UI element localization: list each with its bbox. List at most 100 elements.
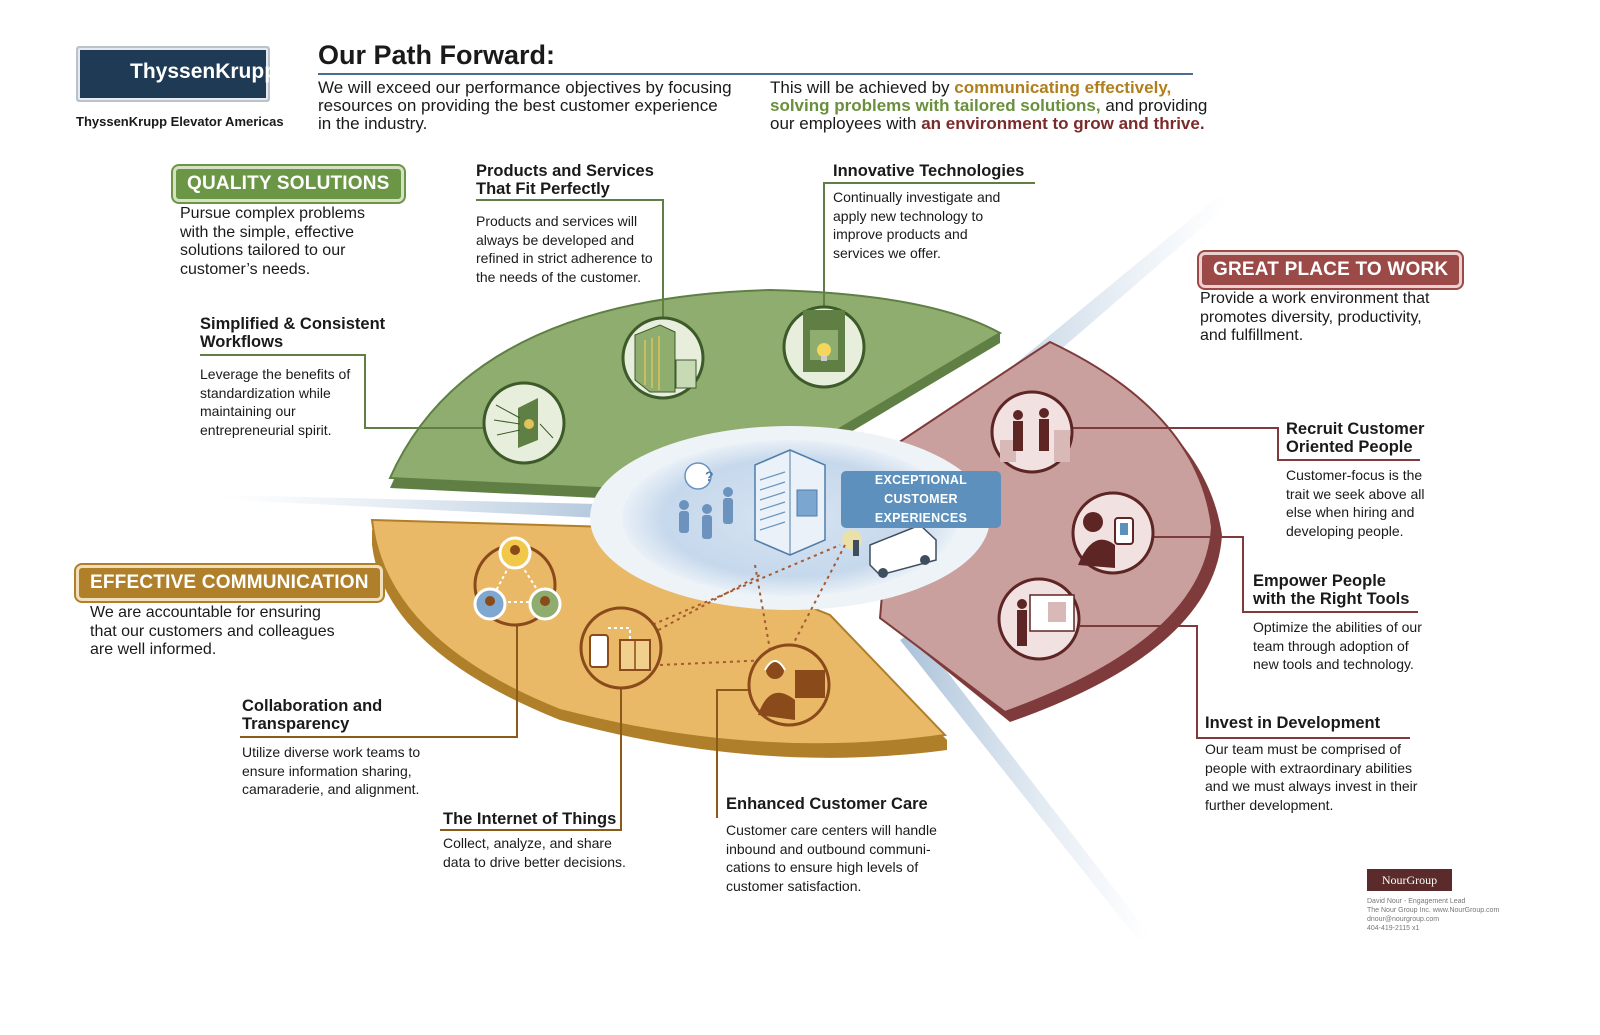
- item-title: Transparency: [242, 715, 350, 733]
- handshake-icon: [990, 390, 1074, 474]
- great-place-badge: GREAT PLACE TO WORK: [1199, 252, 1463, 288]
- item-body-line: standardization while: [200, 384, 331, 401]
- intro-text: This will be achieved by: [770, 78, 955, 97]
- center-label: EXCEPTIONAL CUSTOMER EXPERIENCES: [841, 471, 1001, 528]
- item-body-line: Continually investigate and: [833, 189, 1001, 205]
- item-body-line: apply new technology to: [833, 207, 984, 224]
- intro-highlight-solving: solving problems with tailored solutions…: [770, 96, 1101, 115]
- contact-line: dnour@nourgroup.com: [1367, 916, 1440, 923]
- desc-line: and fulfillment.: [1200, 327, 1304, 344]
- intro-text: and providing: [1100, 96, 1208, 115]
- intro-text: our employees with: [770, 114, 922, 133]
- item-body-line: the needs of the customer.: [476, 268, 641, 285]
- item-body-line: further development.: [1205, 796, 1334, 813]
- item-title: The Internet of Things: [443, 810, 617, 828]
- presentation-icon: [997, 577, 1081, 661]
- company-logo: ThyssenKrupp: [76, 46, 277, 102]
- item-internet-of-things: The Internet of Things Collect, analyze,…: [443, 810, 663, 871]
- item-invest-development: Invest in Development Our team must be c…: [1205, 714, 1445, 814]
- effective-communication-description: We are accountable for ensuring that our…: [90, 604, 370, 660]
- item-title: Empower People: [1253, 572, 1386, 590]
- item-body-line: Collect, analyze, and share: [443, 835, 612, 851]
- workflow-icon: [482, 381, 566, 465]
- item-body-line: Products and services will: [476, 213, 638, 229]
- item-innovative-technologies: Innovative Technologies Continually inve…: [833, 162, 1033, 262]
- intro-left-line: We will exceed our performance objective…: [318, 78, 732, 97]
- desc-line: Provide a work environment that: [1200, 290, 1430, 307]
- center-building-icon: [754, 449, 826, 556]
- nourgroup-logo: NourGroup: [1367, 869, 1452, 891]
- light-beam-left: [220, 495, 640, 520]
- item-body-line: Customer-focus is the: [1286, 467, 1423, 483]
- item-body-line: services we offer.: [833, 244, 941, 261]
- item-body-line: Leverage the benefits of: [200, 366, 351, 382]
- intro-left-line: in the industry.: [318, 114, 428, 133]
- item-title: Collaboration and: [242, 697, 383, 715]
- intro-left-line: resources on providing the best customer…: [318, 96, 718, 115]
- item-body-line: Customer care centers will handle: [726, 822, 937, 838]
- contact-line: The Nour Group Inc. www.NourGroup.com: [1367, 907, 1500, 914]
- item-body-line: else when hiring and: [1286, 504, 1415, 520]
- item-body-line: customer satisfaction.: [726, 877, 862, 894]
- light-beam-lower-right: [900, 630, 1150, 940]
- desc-line: solutions tailored to our: [180, 242, 346, 259]
- nourgroup-contact: David Nour - Engagement Lead The Nour Gr…: [1367, 897, 1499, 933]
- item-title: Workflows: [200, 333, 284, 351]
- item-title: Enhanced Customer Care: [726, 795, 928, 813]
- item-body-line: developing people.: [1286, 522, 1404, 539]
- item-body-line: ensure information sharing,: [242, 762, 412, 779]
- item-title: Innovative Technologies: [833, 162, 1025, 180]
- item-collaboration: Collaboration and Transparency Utilize d…: [242, 697, 442, 799]
- item-body-line: and we must always invest in their: [1205, 778, 1418, 794]
- desc-line: that our customers and colleagues: [90, 622, 335, 640]
- building-icon: [621, 316, 705, 400]
- center-label-line: EXCEPTIONAL: [874, 473, 968, 487]
- center-customers-icon: ?: [679, 462, 733, 539]
- dotted-connectors: [639, 544, 846, 666]
- iot-icon: [579, 606, 663, 690]
- item-body-line: Utilize diverse work teams to: [242, 744, 421, 760]
- title-divider: [318, 73, 1193, 75]
- item-customer-care: Enhanced Customer Care Customer care cen…: [726, 795, 966, 895]
- item-title: Recruit Customer: [1286, 420, 1425, 438]
- item-body-line: inbound and outbound communi-: [726, 840, 931, 857]
- desc-line: customer’s needs.: [180, 260, 311, 278]
- item-body-line: entrepreneurial spirit.: [200, 421, 332, 438]
- item-body-line: cations to ensure high levels of: [726, 859, 919, 875]
- tablet-icon: [1071, 491, 1155, 575]
- item-simplified-workflows: Simplified & Consistent Workflows Levera…: [200, 315, 400, 439]
- intro-highlight-environment: an environment to grow and thrive.: [921, 114, 1205, 133]
- item-body-line: improve products and: [833, 226, 968, 242]
- headset-icon: [747, 643, 831, 727]
- item-title: That Fit Perfectly: [476, 180, 610, 198]
- center-label-line: CUSTOMER EXPERIENCES: [874, 492, 968, 525]
- item-title: Invest in Development: [1205, 714, 1381, 732]
- item-body-line: data to drive better decisions.: [443, 853, 626, 870]
- item-body-line: camaraderie, and alignment.: [242, 781, 420, 797]
- item-title: Products and Services: [476, 162, 654, 180]
- lightbulb-icon: [782, 305, 866, 389]
- item-body-line: maintaining our: [200, 403, 296, 419]
- intro-highlight-communicating: communicating effectively,: [954, 78, 1172, 97]
- page-title: Our Path Forward:: [318, 40, 556, 70]
- great-place-description: Provide a work environment that promotes…: [1200, 290, 1460, 346]
- great-place-sector: [878, 340, 1222, 722]
- item-recruit-people: Recruit Customer Oriented People Custome…: [1286, 420, 1436, 540]
- desc-line: with the simple, effective: [180, 223, 355, 241]
- center-technician-van-icon: [842, 524, 937, 578]
- intro-right: This will be achieved by communicating e…: [770, 79, 1210, 133]
- desc-line: are well informed.: [90, 641, 217, 658]
- desc-line: promotes diversity, productivity,: [1200, 308, 1422, 326]
- contact-line: 404-419-2115 x1: [1367, 925, 1420, 932]
- contact-line: David Nour - Engagement Lead: [1367, 898, 1466, 905]
- item-body-line: refined in strict adherence to: [476, 250, 653, 266]
- effective-communication-badge: EFFECTIVE COMMUNICATION: [76, 565, 383, 601]
- item-empower-people: Empower People with the Right Tools Opti…: [1253, 572, 1443, 674]
- logo-text: ThyssenKrupp: [130, 60, 278, 83]
- item-body-line: Our team must be comprised of: [1205, 741, 1402, 757]
- item-body-line: new tools and technology.: [1253, 656, 1414, 672]
- item-body-line: team through adoption of: [1253, 637, 1409, 654]
- item-products-services: Products and Services That Fit Perfectly…: [476, 162, 676, 286]
- item-body-line: people with extraordinary abilities: [1205, 759, 1412, 776]
- item-body-line: Optimize the abilities of our: [1253, 619, 1422, 635]
